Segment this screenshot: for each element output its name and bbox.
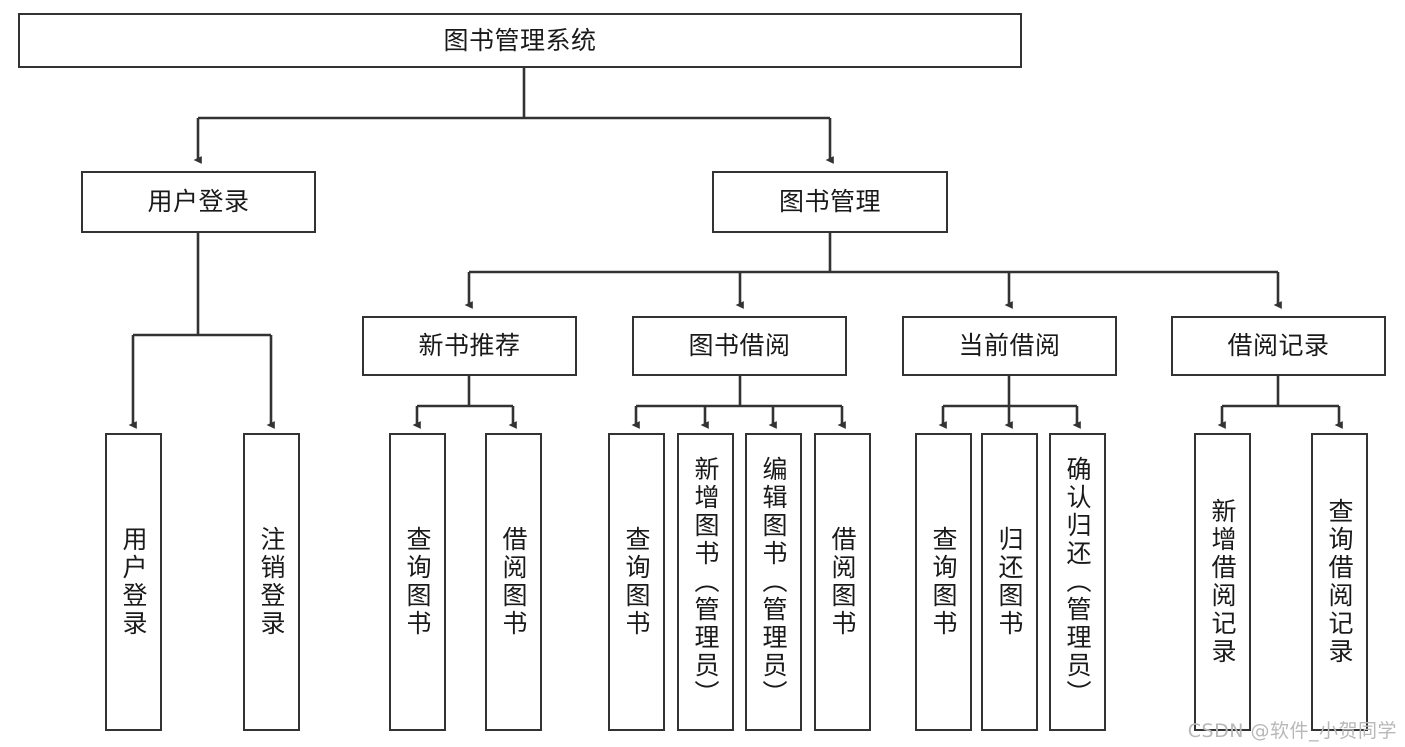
node-label: 用户登录 xyxy=(119,526,148,638)
leaf-record-add[interactable]: 新增借阅记录 xyxy=(1194,433,1251,731)
node-label: 查询图书 xyxy=(403,526,432,638)
leaf-borrow-borrow-book[interactable]: 借阅图书 xyxy=(814,433,871,731)
node-label: 用户登录 xyxy=(147,187,250,216)
leaf-current-return-book[interactable]: 归还图书 xyxy=(981,433,1038,731)
node-label: 注销登录 xyxy=(257,526,286,638)
node-label: 编辑图书（管理员） xyxy=(759,456,788,708)
node-label: 查询图书 xyxy=(929,526,958,638)
node-borrow-record[interactable]: 借阅记录 xyxy=(1171,316,1386,376)
node-current-borrow[interactable]: 当前借阅 xyxy=(902,316,1117,376)
node-label: 当前借阅 xyxy=(958,331,1061,360)
leaf-borrow-query-book[interactable]: 查询图书 xyxy=(608,433,665,731)
node-label: 借阅图书 xyxy=(828,526,857,638)
node-label: 新书推荐 xyxy=(418,331,521,360)
node-label: 新增图书（管理员） xyxy=(691,456,720,708)
leaf-borrow-edit-book-admin[interactable]: 编辑图书（管理员） xyxy=(745,433,802,731)
node-label: 新增借阅记录 xyxy=(1208,498,1237,666)
leaf-user-login-signout[interactable]: 注销登录 xyxy=(243,433,300,731)
node-label: 归还图书 xyxy=(995,526,1024,638)
node-label: 借阅图书 xyxy=(499,526,528,638)
node-label: 查询图书 xyxy=(622,526,651,638)
node-system-root[interactable]: 图书管理系统 xyxy=(18,13,1022,68)
node-user-login[interactable]: 用户登录 xyxy=(81,171,316,233)
node-label: 图书借阅 xyxy=(688,331,791,360)
node-label: 查询借阅记录 xyxy=(1325,498,1354,666)
leaf-user-login-signin[interactable]: 用户登录 xyxy=(105,433,162,731)
watermark: CSDN @软件_小贺同学 xyxy=(1187,720,1397,742)
node-label: 借阅记录 xyxy=(1227,331,1330,360)
leaf-record-query[interactable]: 查询借阅记录 xyxy=(1311,433,1368,731)
leaf-borrow-add-book-admin[interactable]: 新增图书（管理员） xyxy=(677,433,734,731)
node-new-book-recommend[interactable]: 新书推荐 xyxy=(362,316,577,376)
leaf-new-book-borrow[interactable]: 借阅图书 xyxy=(485,433,542,731)
node-label: 确认归还（管理员） xyxy=(1063,456,1092,708)
node-label: 图书管理 xyxy=(778,187,881,216)
leaf-current-query-book[interactable]: 查询图书 xyxy=(915,433,972,731)
leaf-current-confirm-return-admin[interactable]: 确认归还（管理员） xyxy=(1049,433,1106,731)
node-book-borrow[interactable]: 图书借阅 xyxy=(632,316,847,376)
node-book-management[interactable]: 图书管理 xyxy=(712,171,948,233)
leaf-new-book-query[interactable]: 查询图书 xyxy=(389,433,446,731)
node-label: 图书管理系统 xyxy=(443,25,597,55)
